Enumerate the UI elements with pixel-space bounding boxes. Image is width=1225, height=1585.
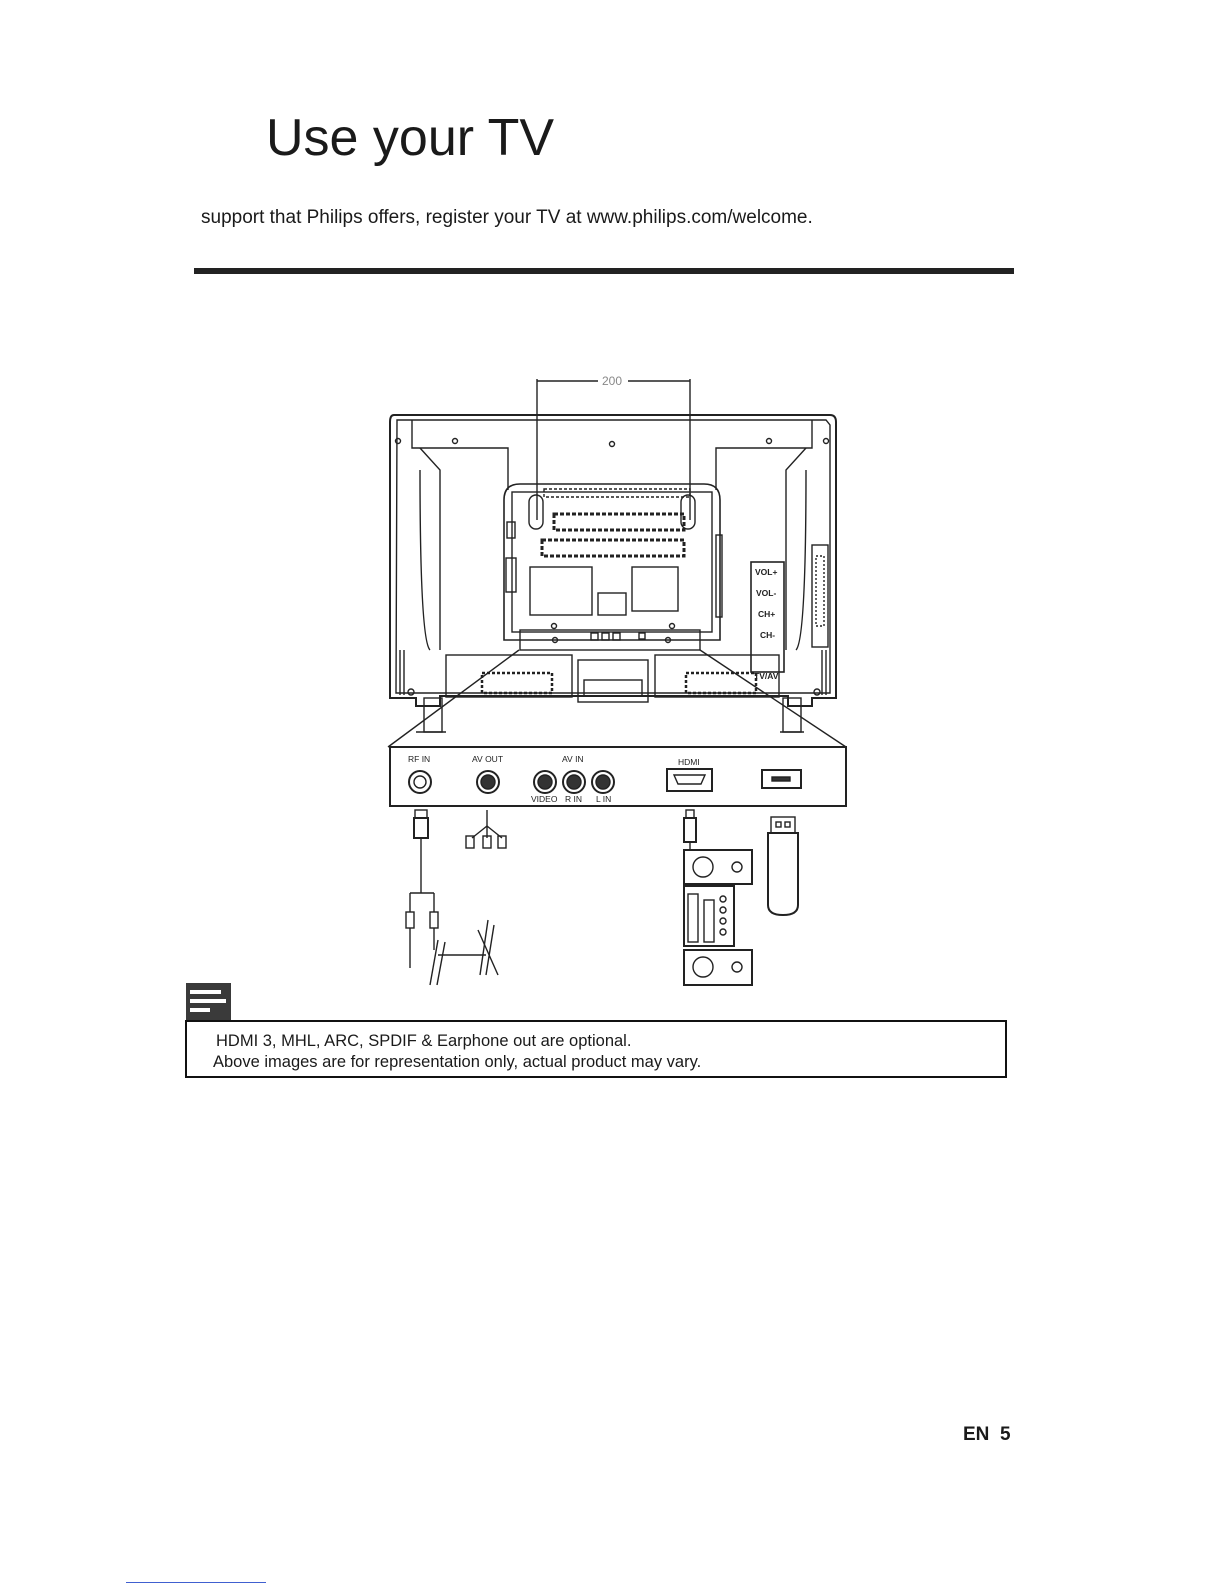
l-in-label: L IN — [596, 794, 611, 804]
rf-in-label: RF IN — [408, 754, 430, 764]
video-label: VIDEO — [531, 794, 558, 804]
hdmi-port — [667, 769, 712, 791]
note-icon — [186, 983, 231, 1020]
vol-minus-label: VOL- — [756, 588, 776, 598]
bottom-underline — [126, 1582, 266, 1583]
dimension-label: 200 — [602, 374, 622, 388]
tv-body-outline — [390, 415, 836, 706]
rf-in-jack — [409, 771, 431, 793]
page-footer: EN 5 — [963, 1424, 1011, 1446]
r-in-label: R IN — [565, 794, 582, 804]
tv-back-diagram: 200 VOL+ VOL- CH+ CH- TV/AV RF IN AV OUT… — [0, 0, 1225, 1000]
antenna-icon — [430, 920, 498, 985]
footer-language: EN — [963, 1424, 989, 1446]
av-out-label: AV OUT — [472, 754, 503, 764]
note-line-1: HDMI 3, MHL, ARC, SPDIF & Earphone out a… — [216, 1031, 631, 1051]
note-line-2: Above images are for representation only… — [213, 1052, 701, 1072]
vol-plus-label: VOL+ — [755, 567, 777, 577]
usb-stick-icon — [768, 817, 798, 915]
av-in-label: AV IN — [562, 754, 584, 764]
tv-av-label: TV/AV — [754, 671, 779, 681]
ch-plus-label: CH+ — [758, 609, 775, 619]
hdmi-label: HDMI — [678, 757, 700, 767]
ch-minus-label: CH- — [760, 630, 775, 640]
speaker-icon — [684, 886, 734, 946]
page-number: 5 — [1000, 1424, 1011, 1446]
